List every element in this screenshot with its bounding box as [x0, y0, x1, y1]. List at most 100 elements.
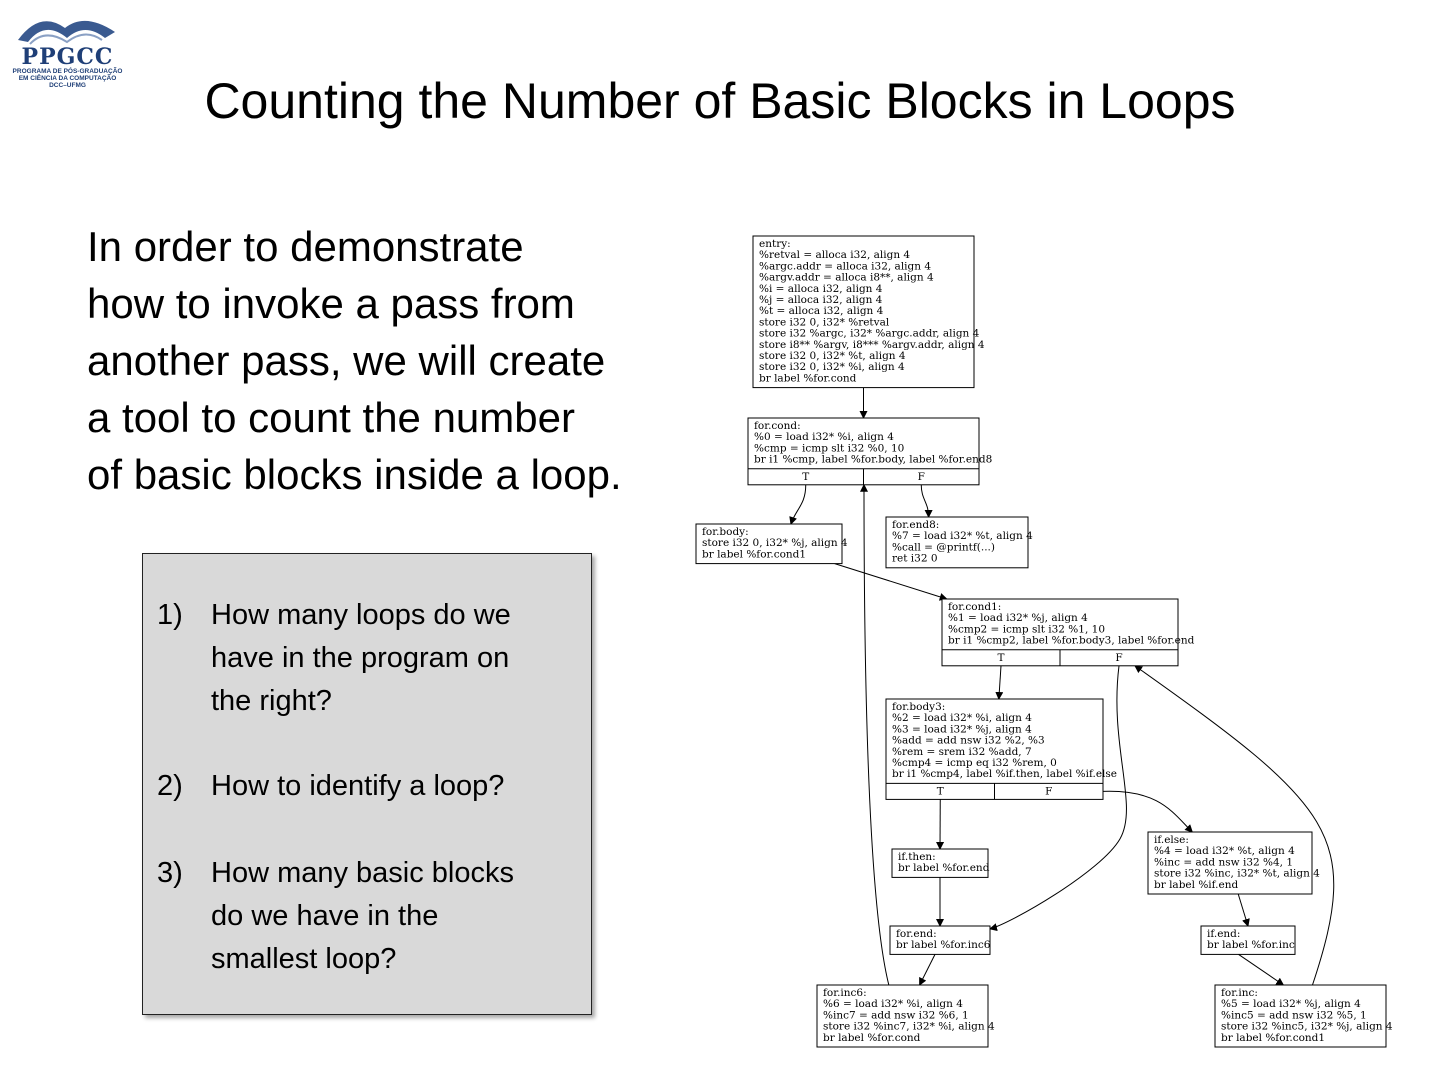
cfg-node-line: for.end8:: [892, 519, 939, 531]
cfg-node-box: [885, 516, 1029, 569]
logo-line2: EM CIÊNCIA DA COMPUTAÇÃO: [18, 75, 117, 82]
cfg-node-line: for.end:: [896, 928, 937, 940]
cfg-node-line: %0 = load i32* %i, align 4: [754, 431, 894, 443]
cfg-node-line: %5 = load i32* %j, align 4: [1221, 998, 1361, 1010]
cfg-node-if-end: if.end: br label %for.inc: [1200, 925, 1296, 955]
cfg-edge-forbody3-ifelse: [1102, 790, 1193, 833]
slide-title: Counting the Number of Basic Blocks in L…: [204, 73, 1236, 129]
cfg-node-line: %cmp2 = icmp slt i32 %1, 10: [948, 623, 1105, 635]
cfg-node-box: [889, 925, 991, 955]
cfg-edge-forbody-forcond1: [834, 563, 948, 601]
cfg-node-line: %6 = load i32* %i, align 4: [823, 998, 963, 1010]
cfg-node-line: %retval = alloca i32, align 4: [759, 249, 910, 261]
cfg-node-line: if.then:: [898, 851, 936, 863]
question-line: have in the program on: [211, 642, 510, 674]
question-line: How many basic blocks: [211, 857, 514, 889]
cfg-node-for-body: for.body: store i32 0, i32* %j, align 4 …: [695, 523, 848, 565]
cfg-edge-ifend-forinc: [1238, 953, 1285, 986]
cfg-node-line: %cmp = icmp slt i32 %0, 10: [754, 442, 904, 454]
question-number: 3): [157, 857, 183, 889]
cfg-node-line: br i1 %cmp4, label %if.then, label %if.e…: [892, 768, 1117, 780]
cfg-node-box: [891, 848, 989, 878]
cfg-node-line: br label %for.cond1: [702, 548, 806, 560]
cfg-node-line: %2 = load i32* %i, align 4: [892, 712, 1032, 724]
cfg-node-for-inc6: for.inc6: %6 = load i32* %i, align 4 %in…: [816, 984, 995, 1048]
cfg-node-line: br label %for.end: [898, 862, 990, 874]
logo-name: PPGCC: [21, 44, 114, 70]
cfg-node-line: ret i32 0: [892, 553, 938, 565]
question-line: the right?: [211, 685, 332, 717]
cfg-node-box: [885, 698, 1104, 800]
cfg-node-line: %inc7 = add nsw i32 %6, 1: [823, 1009, 969, 1021]
cfg-node-line: store i32 0, i32* %t, align 4: [759, 350, 906, 362]
cfg-node-line: %inc = add nsw i32 %4, 1: [1154, 856, 1293, 868]
cfg-node-line: %4 = load i32* %t, align 4: [1154, 845, 1295, 857]
cfg-node-line: br label %for.cond1: [1221, 1032, 1325, 1044]
cfg-node-line: for.body3:: [892, 701, 945, 713]
cfg-node-for-end8: for.end8: %7 = load i32* %t, align 4 %ca…: [885, 516, 1033, 569]
cfg-node-line: %argv.addr = alloca i8**, align 4: [759, 272, 934, 284]
cfg-node-line: for.inc:: [1221, 987, 1258, 999]
cfg-nodes: entry: %retval = alloca i32, align 4 %ar…: [695, 235, 1393, 1048]
cfg-node-for-cond1: for.cond1: %1 = load i32* %j, align 4 %c…: [941, 598, 1195, 667]
cfg-edge-forcond-forbody: [789, 484, 807, 525]
cfg-branch-label: F: [918, 471, 925, 483]
intro-line: of basic blocks inside a loop.: [87, 451, 622, 498]
cfg-node-box: [695, 523, 843, 565]
cfg-edge-forinc6-forcond: [860, 483, 890, 986]
cfg-node-line: store i32 0, i32* %retval: [759, 316, 890, 328]
cfg-node-line: %1 = load i32* %j, align 4: [948, 612, 1088, 624]
cfg-node-line: store i8** %argv, i8*** %argv.addr, alig…: [759, 339, 985, 351]
cfg-node-line: br label %for.inc: [1207, 939, 1295, 951]
cfg-node-line: store i32 %inc5, i32* %j, align 4: [1221, 1021, 1393, 1033]
question-number: 2): [157, 770, 183, 802]
cfg-branch-label: F: [1115, 652, 1122, 664]
cfg-node-line: store i32 0, i32* %i, align 4: [759, 361, 905, 373]
cfg-node-line: %cmp4 = icmp eq i32 %rem, 0: [892, 757, 1057, 769]
cfg-node-line: br label %for.cond: [759, 372, 857, 384]
cfg-node-line: %rem = srem i32 %add, 7: [892, 746, 1032, 758]
logo-line3: DCC–UFMG: [49, 82, 86, 89]
cfg-node-line: entry:: [759, 238, 791, 250]
cfg-branch-label: T: [937, 785, 944, 797]
cfg-node-line: if.end:: [1207, 928, 1240, 940]
question-line: How many loops do we: [211, 599, 511, 631]
cfg-node-box: [752, 235, 975, 389]
cfg-edge-forinc-forcond1: [1134, 665, 1335, 986]
cfg-node-line: %t = alloca i32, align 4: [759, 305, 884, 317]
cfg-node-line: for.body:: [702, 526, 749, 538]
cfg-edge-forcond-forend8: [920, 484, 933, 518]
cfg-edges: [789, 387, 1335, 986]
question-number: 1): [157, 599, 183, 631]
question-line: How to identify a loop?: [211, 770, 505, 802]
cfg-node-box: [1147, 831, 1313, 895]
cfg-node-line: store i32 0, i32* %j, align 4: [702, 537, 848, 549]
cfg-node-line: %inc5 = add nsw i32 %5, 1: [1221, 1009, 1367, 1021]
question-line: smallest loop?: [211, 943, 397, 975]
cfg-node-line: %argc.addr = alloca i32, align 4: [759, 260, 931, 272]
cfg-node-line: br i1 %cmp2, label %for.body3, label %fo…: [948, 635, 1195, 647]
logo-line1: PROGRAMA DE PÓS-GRADUAÇÃO: [12, 68, 123, 75]
cfg-node-if-then: if.then: br label %for.end: [891, 848, 990, 878]
cfg-node-box: [1200, 925, 1296, 955]
questions-box: 1) How many loops do we have in the prog…: [142, 553, 592, 1015]
cfg-node-for-body3: for.body3: %2 = load i32* %i, align 4 %3…: [885, 698, 1117, 800]
cfg-node-entry: entry: %retval = alloca i32, align 4 %ar…: [752, 235, 985, 389]
cfg-edge-ifelse-ifend: [1237, 893, 1250, 927]
cfg-node-line: %add = add nsw i32 %2, %3: [892, 735, 1045, 747]
cfg-edge-forcond1-forend: [989, 665, 1127, 932]
intro-line: In order to demonstrate: [87, 223, 524, 270]
logo-wing-icon: [18, 20, 115, 45]
cfg-node-line: if.else:: [1154, 834, 1189, 846]
intro-text: In order to demonstrate how to invoke a …: [87, 218, 657, 503]
cfg-node-if-else: if.else: %4 = load i32* %t, align 4 %inc…: [1147, 831, 1320, 895]
cfg-edge-forcond1-forbody3: [995, 665, 1004, 700]
cfg-node-box: [1214, 984, 1387, 1048]
cfg-branch-label: T: [802, 471, 809, 483]
cfg-node-line: for.cond:: [754, 420, 801, 432]
cfg-node-line: br label %for.cond: [823, 1032, 921, 1044]
cfg-node-for-inc: for.inc: %5 = load i32* %j, align 4 %inc…: [1214, 984, 1393, 1048]
question-line: do we have in the: [211, 900, 439, 932]
ppgcc-logo: PPGCC PROGRAMA DE PÓS-GRADUAÇÃO EM CIÊNC…: [10, 10, 125, 90]
